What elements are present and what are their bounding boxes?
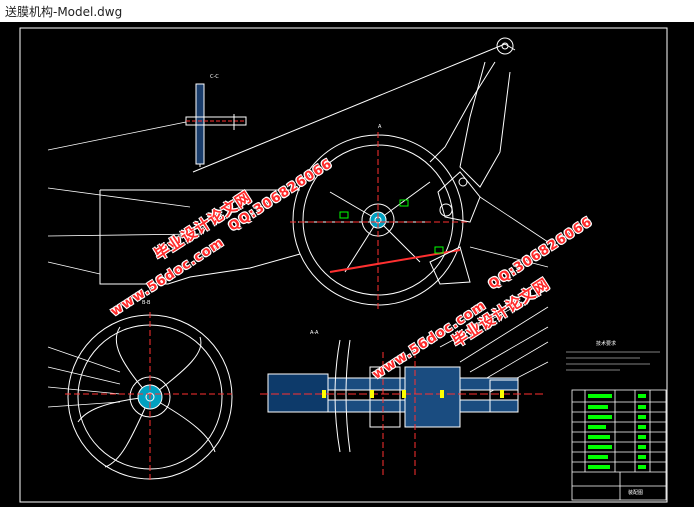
window-title: 送膜机构-Model.dwg (5, 5, 123, 19)
shaft-yellow-marks (322, 390, 504, 398)
label-b-b: B-B (142, 300, 151, 306)
title-block (571, 389, 667, 501)
top-pin (496, 37, 514, 55)
title-block-drawing-no: 装配图 (628, 489, 643, 496)
label-a-a: A-A (310, 330, 319, 336)
label-a-top: A (378, 124, 382, 130)
drawing-frame (19, 27, 668, 503)
label-c-c: C-C (210, 74, 219, 80)
main-wheel-front (290, 132, 470, 312)
cad-drawing: C-C (19, 27, 668, 503)
cad-viewport[interactable]: C-C (0, 22, 694, 507)
shaft-section (260, 339, 545, 477)
leader-lines-left (47, 121, 201, 408)
title-block-green (588, 394, 646, 469)
linkage-arm (429, 171, 481, 285)
window-titlebar: 送膜机构-Model.dwg (0, 0, 694, 23)
bottom-left-wheel (65, 312, 233, 482)
main-wheel-highlights (339, 199, 444, 254)
tech-requirements-lines (566, 351, 660, 371)
section-c-c (185, 83, 247, 167)
tech-requirements-title: 技术要求 (596, 340, 616, 347)
